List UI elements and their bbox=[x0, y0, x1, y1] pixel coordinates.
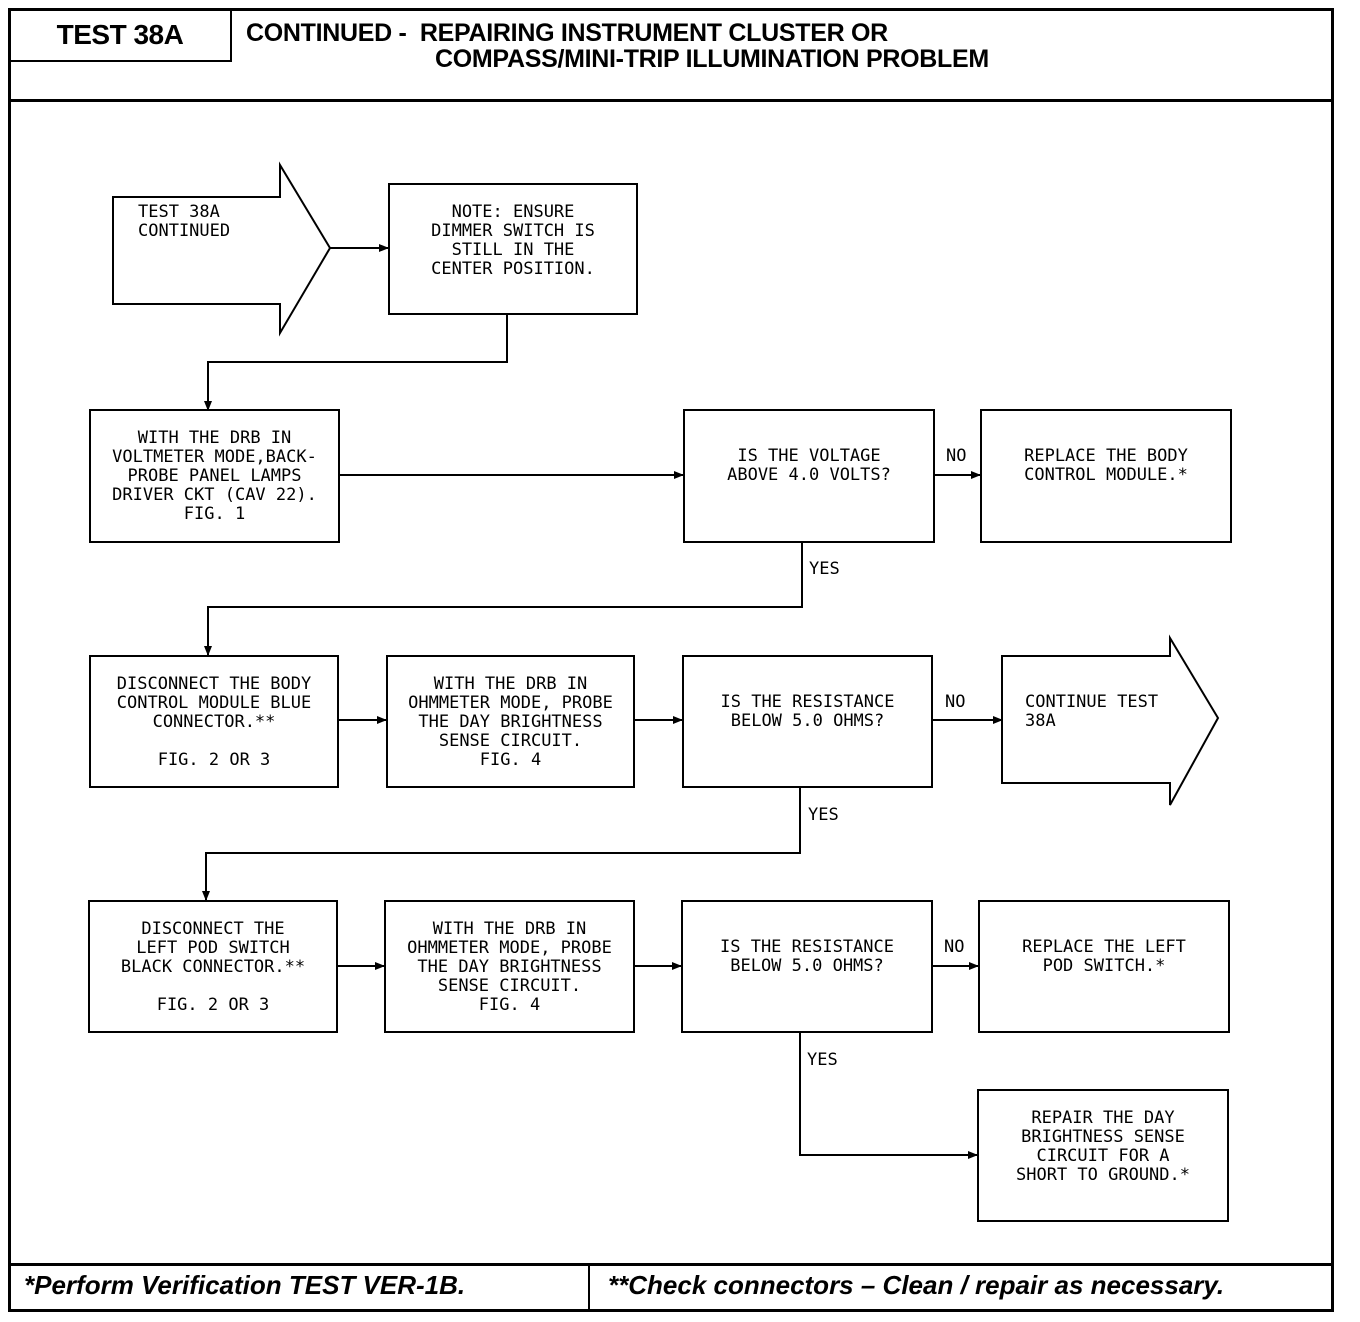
yes-label-3: YES bbox=[807, 1050, 838, 1070]
yes-label-2: YES bbox=[808, 805, 839, 825]
step-ohmmeter-box-2: WITH THE DRB IN OHMMETER MODE, PROBE THE… bbox=[384, 900, 635, 1033]
step-ohmmeter-box-1: WITH THE DRB IN OHMMETER MODE, PROBE THE… bbox=[386, 655, 635, 788]
step-voltmeter-box: WITH THE DRB IN VOLTMETER MODE,BACK- PRO… bbox=[89, 409, 340, 543]
header-divider bbox=[8, 99, 1334, 102]
step-disconnect-left-pod-box: DISCONNECT THE LEFT POD SWITCH BLACK CON… bbox=[88, 900, 338, 1033]
continue-arrow-label: CONTINUE TEST 38A bbox=[1025, 692, 1159, 731]
title-line-2: COMPASS/MINI-TRIP ILLUMINATION PROBLEM bbox=[435, 45, 989, 73]
page-frame bbox=[8, 8, 1334, 1312]
note-box: NOTE: ENSURE DIMMER SWITCH IS STILL IN T… bbox=[388, 183, 638, 315]
yes-label-1: YES bbox=[809, 559, 840, 579]
step-disconnect-bcm-box: DISCONNECT THE BODY CONTROL MODULE BLUE … bbox=[89, 655, 339, 788]
replace-left-pod-switch-box: REPLACE THE LEFT POD SWITCH.* bbox=[978, 900, 1230, 1033]
start-arrow-label: TEST 38A CONTINUED bbox=[138, 202, 231, 241]
question-resistance-box-1: IS THE RESISTANCE BELOW 5.0 OHMS? bbox=[682, 655, 933, 788]
footer-separator bbox=[588, 1265, 590, 1312]
page-title: CONTINUED - REPAIRING INSTRUMENT CLUSTER… bbox=[246, 20, 989, 72]
footer-connector-note: **Check connectors – Clean / repair as n… bbox=[608, 1270, 1225, 1300]
no-label-3: NO bbox=[944, 937, 965, 957]
test-number-label: TEST 38A bbox=[10, 10, 232, 62]
footer-verification-note: *Perform Verification TEST VER-1B. bbox=[24, 1270, 466, 1300]
question-resistance-box-2: IS THE RESISTANCE BELOW 5.0 OHMS? bbox=[681, 900, 933, 1033]
repair-day-brightness-box: REPAIR THE DAY BRIGHTNESS SENSE CIRCUIT … bbox=[977, 1089, 1229, 1222]
replace-body-control-module-box: REPLACE THE BODY CONTROL MODULE.* bbox=[980, 409, 1232, 543]
question-voltage-box: IS THE VOLTAGE ABOVE 4.0 VOLTS? bbox=[683, 409, 935, 543]
title-line-1: CONTINUED - REPAIRING INSTRUMENT CLUSTER… bbox=[246, 19, 888, 47]
no-label-1: NO bbox=[946, 446, 967, 466]
footer-divider bbox=[8, 1263, 1334, 1266]
no-label-2: NO bbox=[945, 692, 966, 712]
